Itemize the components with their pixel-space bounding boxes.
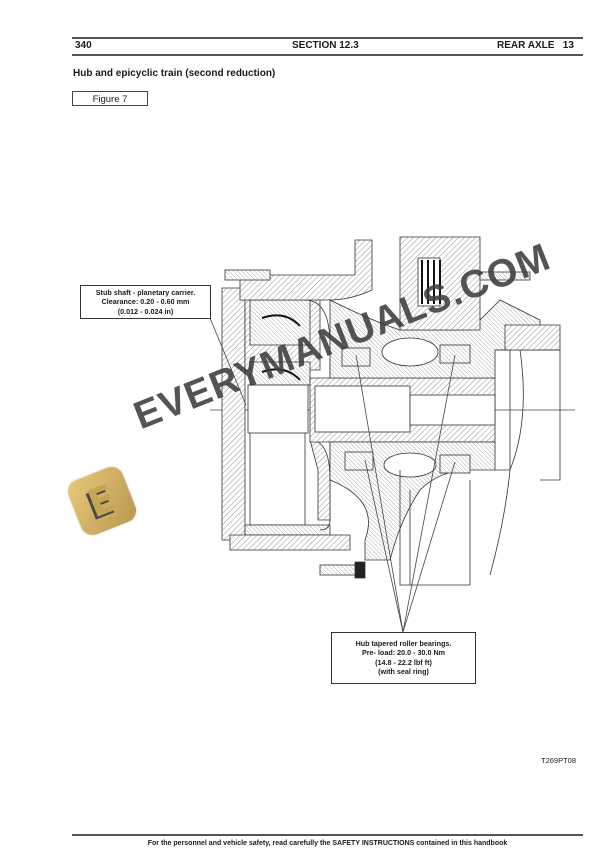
header-bottom-rule (72, 54, 583, 56)
chapter-number: 13 (562, 40, 574, 51)
callout-stub-shaft: Stub shaft - planetary carrier. Clearanc… (80, 285, 211, 319)
callout-line: (0.012 - 0.024 in) (117, 306, 174, 316)
page-number: 340 (75, 40, 92, 51)
section-title: SECTION 12.3 (292, 40, 359, 51)
callout-hub-bearings: Hub tapered roller bearings. Pre- load: … (331, 632, 476, 684)
watermark-logo-letter: E (81, 475, 123, 527)
callout-line: Pre- load: 20.0 - 30.0 Nm (361, 648, 446, 658)
page-subtitle: Hub and epicyclic train (second reductio… (73, 68, 276, 79)
footer-rule (72, 834, 583, 836)
chapter-title: REAR AXLE 13 (497, 40, 574, 51)
callout-line: (with seal ring) (378, 667, 429, 677)
callout-line: Stub shaft - planetary carrier. (95, 288, 196, 297)
callout-line: Clearance: 0.20 - 0.60 mm (101, 297, 190, 307)
callout-line: Hub tapered roller bearings. (355, 639, 452, 648)
chapter-name: REAR AXLE (497, 40, 555, 51)
figure-label: Figure 7 (72, 91, 148, 106)
footer-safety-note: For the personnel and vehicle safety, re… (147, 840, 508, 847)
header-top-rule (72, 37, 583, 39)
drawing-code: T269PT08 (541, 756, 577, 765)
callout-line: (14.8 - 22.2 lbf ft) (375, 657, 432, 667)
